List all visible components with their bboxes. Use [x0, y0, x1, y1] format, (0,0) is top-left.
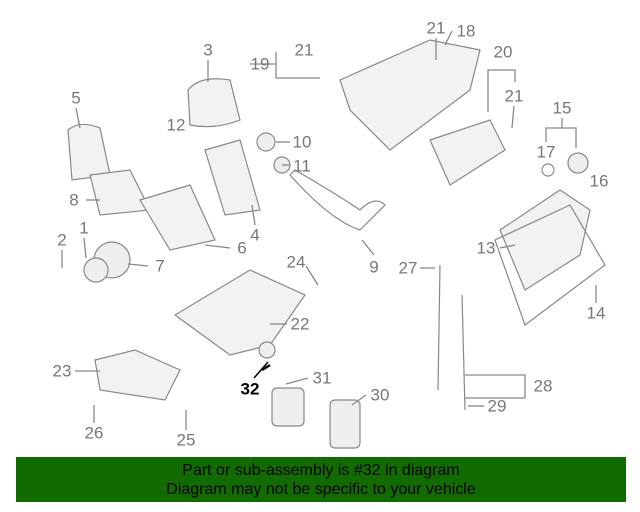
callout-18[interactable]: 18: [456, 21, 476, 41]
callout-10[interactable]: 10: [292, 132, 312, 152]
callout-11[interactable]: 11: [293, 156, 311, 176]
part-sprocket-1: [83, 257, 109, 283]
part-timing-belt: [289, 169, 386, 231]
part-lower-pan-23: [94, 349, 181, 401]
part-valve-cover-13: [499, 189, 591, 291]
part-dipstick-27: [437, 264, 441, 391]
callout-4[interactable]: 4: [250, 225, 260, 245]
part-dipstick-tube-28: [461, 294, 466, 411]
callout-32-highlighted[interactable]: 32: [240, 379, 260, 399]
part-cover-6: [139, 184, 216, 251]
callout-14[interactable]: 14: [586, 303, 606, 323]
part-gasket-14: [494, 204, 606, 326]
part-valve-cover-20: [429, 119, 506, 186]
callout-21[interactable]: 21: [504, 86, 524, 106]
info-banner: Part or sub-assembly is #32 in diagram D…: [16, 457, 626, 502]
callout-24[interactable]: 24: [286, 252, 306, 272]
callout-28[interactable]: 28: [533, 376, 553, 396]
part-engine-cover-top: [339, 39, 481, 151]
part-cover-4: [204, 139, 261, 216]
part-seal-17: [541, 163, 555, 177]
callout-29[interactable]: 29: [487, 396, 507, 416]
part-cap-16: [567, 152, 589, 174]
callout-1[interactable]: 1: [79, 218, 89, 238]
callout-15[interactable]: 15: [552, 98, 572, 118]
callout-6[interactable]: 6: [237, 238, 247, 258]
callout-26[interactable]: 26: [84, 423, 104, 443]
callout-27[interactable]: 27: [398, 258, 418, 278]
callout-21[interactable]: 21: [294, 40, 314, 60]
part-pulley-10: [256, 132, 276, 152]
callout-2[interactable]: 2: [57, 230, 67, 250]
callout-3[interactable]: 3: [203, 40, 213, 60]
part-timing-cover-left: [67, 123, 111, 181]
callout-9[interactable]: 9: [369, 257, 379, 277]
part-drain-plug-32: [261, 363, 271, 372]
callout-8[interactable]: 8: [69, 190, 79, 210]
part-oil-filter-30: [329, 399, 361, 449]
callout-5[interactable]: 5: [71, 88, 81, 108]
part-timing-cover-upper: [187, 78, 241, 128]
callout-17[interactable]: 17: [536, 142, 556, 162]
part-oil-pan: [173, 269, 306, 356]
callout-16[interactable]: 16: [589, 171, 609, 191]
callout-20[interactable]: 20: [493, 42, 513, 62]
part-filter-housing-31: [271, 387, 305, 427]
callout-31[interactable]: 31: [312, 368, 332, 388]
banner-line-disclaimer: Diagram may not be specific to your vehi…: [166, 481, 476, 498]
callout-21[interactable]: 21: [426, 18, 446, 38]
callout-25[interactable]: 25: [176, 430, 196, 450]
callout-22[interactable]: 22: [290, 314, 310, 334]
callout-19[interactable]: 19: [250, 54, 270, 74]
callout-13[interactable]: 13: [476, 238, 496, 258]
banner-line-part: Part or sub-assembly is #32 in diagram: [182, 462, 460, 479]
callout-12[interactable]: 12: [166, 115, 186, 135]
callout-23[interactable]: 23: [52, 361, 72, 381]
callout-7[interactable]: 7: [155, 256, 165, 276]
part-cover-8: [89, 169, 151, 216]
callout-30[interactable]: 30: [370, 385, 390, 405]
